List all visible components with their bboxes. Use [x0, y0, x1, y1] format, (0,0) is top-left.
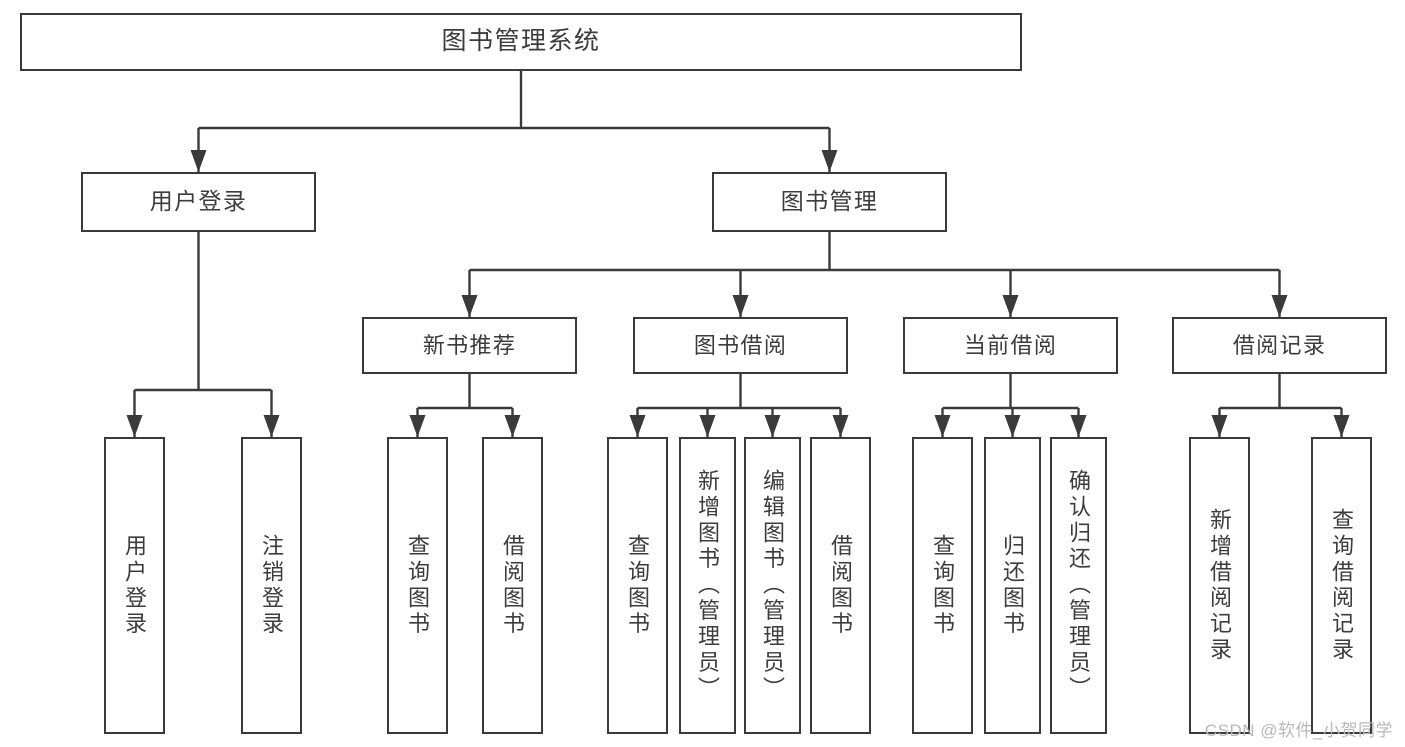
root-to-level2-arrow-0 [190, 150, 207, 172]
level2-node-box-1[interactable]: 图书管理 [712, 172, 947, 232]
level4-node-label-4: 查询图书 [625, 533, 651, 638]
level4-node-label-0: 用户登录 [122, 533, 148, 638]
level4-node-box-10[interactable]: 确认归还（管理员） [1050, 437, 1107, 734]
level2-node-label-1: 图书管理 [780, 188, 879, 215]
borrow-to-leaves-arrow-2 [764, 415, 781, 437]
borrow-to-leaves-arrow-3 [832, 415, 849, 437]
current-to-leaves-arrow-2 [1070, 415, 1087, 437]
root-to-level2-arrow-1 [821, 150, 838, 172]
level4-node-label-7: 借阅图书 [828, 533, 854, 638]
level4-node-box-4[interactable]: 查询图书 [607, 437, 668, 734]
level4-node-box-6[interactable]: 编辑图书（管理员） [744, 437, 801, 734]
current-to-leaves-arrow-1 [1004, 415, 1021, 437]
records-to-leaves-arrow-1 [1333, 415, 1350, 437]
level4-node-box-5[interactable]: 新增图书（管理员） [679, 437, 736, 734]
books-to-level3-arrow-3 [1271, 295, 1288, 317]
level3-node-box-2[interactable]: 当前借阅 [903, 317, 1118, 374]
level4-node-box-2[interactable]: 查询图书 [387, 437, 448, 734]
recommend-to-leaves-arrow-0 [409, 415, 426, 437]
level3-node-box-1[interactable]: 图书借阅 [633, 317, 848, 374]
borrow-to-leaves-arrow-1 [699, 415, 716, 437]
level4-node-label-11: 新增借阅记录 [1207, 507, 1233, 664]
root-node-box-0[interactable]: 图书管理系统 [20, 13, 1022, 71]
root-node-label-0: 图书管理系统 [441, 27, 601, 56]
level4-node-box-12[interactable]: 查询借阅记录 [1311, 437, 1372, 734]
current-to-leaves-arrow-0 [934, 415, 951, 437]
level4-node-label-12: 查询借阅记录 [1329, 507, 1355, 664]
level4-node-label-1: 注销登录 [259, 533, 285, 638]
level2-node-label-0: 用户登录 [149, 188, 248, 215]
level3-node-label-0: 新书推荐 [422, 332, 517, 358]
level3-node-box-0[interactable]: 新书推荐 [362, 317, 577, 374]
watermark-label: CSDN @软件_小贺同学 [1204, 721, 1393, 740]
records-to-leaves-arrow-0 [1211, 415, 1228, 437]
level4-node-label-3: 借阅图书 [500, 533, 526, 638]
level4-node-label-8: 查询图书 [930, 533, 956, 638]
login-to-leaves-arrow-1 [263, 415, 280, 437]
level4-node-box-11[interactable]: 新增借阅记录 [1189, 437, 1250, 734]
level2-node-box-0[interactable]: 用户登录 [81, 172, 316, 232]
books-to-level3-arrow-1 [732, 295, 749, 317]
books-to-level3-arrow-0 [461, 295, 478, 317]
level3-node-label-1: 图书借阅 [693, 332, 788, 358]
level4-node-box-8[interactable]: 查询图书 [912, 437, 973, 734]
recommend-to-leaves-arrow-1 [504, 415, 521, 437]
level4-node-box-7[interactable]: 借阅图书 [810, 437, 871, 734]
borrow-to-leaves-arrow-0 [629, 415, 646, 437]
level3-node-label-3: 借阅记录 [1232, 332, 1327, 358]
books-to-level3-arrow-2 [1002, 295, 1019, 317]
level3-node-label-2: 当前借阅 [963, 332, 1058, 358]
level4-node-box-1[interactable]: 注销登录 [241, 437, 302, 734]
level4-node-label-10: 确认归还（管理员） [1066, 468, 1092, 703]
level4-node-box-9[interactable]: 归还图书 [984, 437, 1041, 734]
level4-node-label-2: 查询图书 [405, 533, 431, 638]
level4-node-label-9: 归还图书 [1000, 533, 1026, 638]
level3-node-box-3[interactable]: 借阅记录 [1172, 317, 1387, 374]
level4-node-label-6: 编辑图书（管理员） [760, 468, 786, 703]
level4-node-box-3[interactable]: 借阅图书 [482, 437, 543, 734]
level4-node-label-5: 新增图书（管理员） [695, 468, 721, 703]
login-to-leaves-arrow-0 [126, 415, 143, 437]
level4-node-box-0[interactable]: 用户登录 [104, 437, 165, 734]
